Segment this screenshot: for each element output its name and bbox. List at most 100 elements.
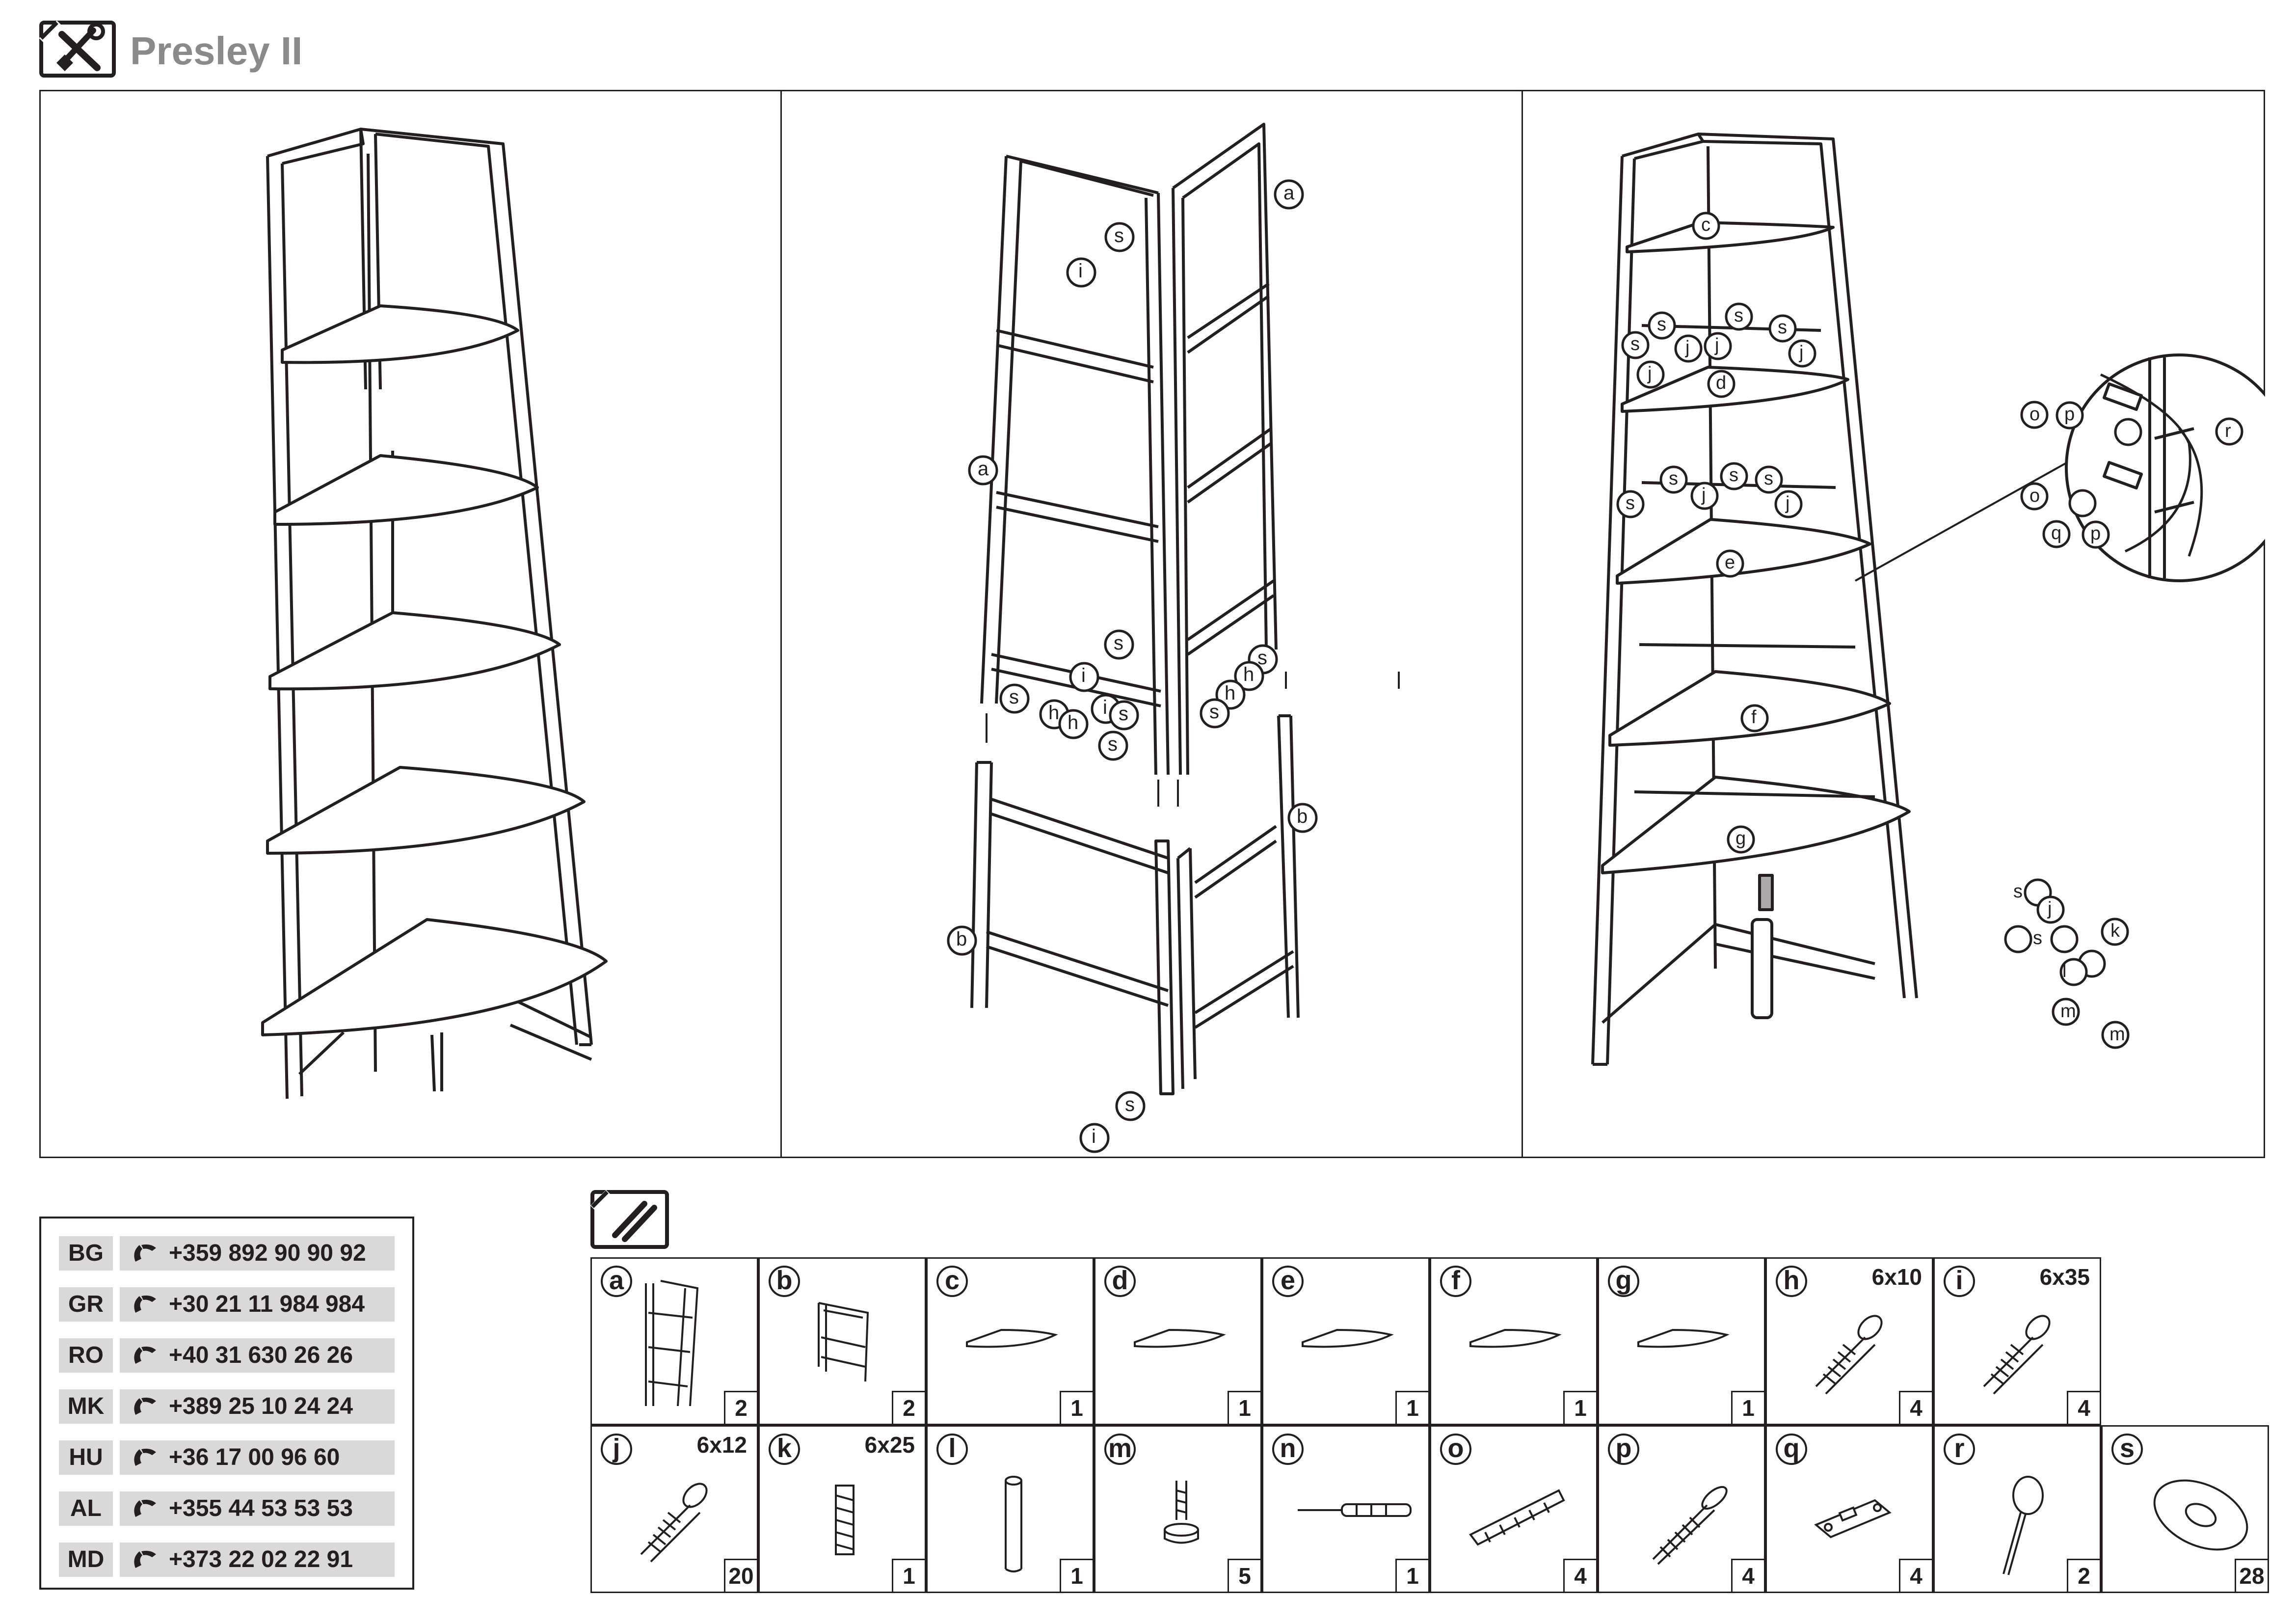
part-quantity: 2 xyxy=(892,1391,926,1425)
part-quantity: 4 xyxy=(2067,1391,2101,1425)
part-dimension: 6x12 xyxy=(696,1432,747,1458)
shelf-icon xyxy=(1263,1259,1431,1429)
part-dimension: 6x25 xyxy=(864,1432,915,1458)
part-quantity: 1 xyxy=(1060,1391,1094,1425)
washer-icon xyxy=(2103,1427,2270,1597)
part-dimension: 6x35 xyxy=(2039,1264,2090,1290)
shelves-assembly-drawing xyxy=(1591,133,2265,1066)
part-quantity: 1 xyxy=(1395,1391,1430,1425)
panel-step-shelves xyxy=(1522,90,2265,1158)
part-letter: b xyxy=(769,1266,800,1297)
bolt-icon xyxy=(1935,1259,2103,1429)
shelf-icon xyxy=(928,1259,1095,1429)
part-quantity: 2 xyxy=(2067,1559,2101,1593)
ladder-frame-icon xyxy=(592,1259,760,1429)
phone-icon xyxy=(134,1499,156,1517)
part-quantity: 2 xyxy=(724,1391,758,1425)
phone-number[interactable]: +355 44 53 53 53 xyxy=(120,1491,395,1526)
phone-number[interactable]: +40 31 630 26 26 xyxy=(120,1338,395,1373)
phone-text: +389 25 10 24 24 xyxy=(169,1393,353,1419)
wood-screw-icon xyxy=(1599,1427,1767,1597)
part-quantity: 4 xyxy=(1899,1391,1933,1425)
tools-icon xyxy=(39,20,116,80)
part-letter: g xyxy=(1608,1266,1639,1297)
part-letter: i xyxy=(1944,1266,1975,1297)
phone-number[interactable]: +30 21 11 984 984 xyxy=(120,1287,395,1322)
shelf-icon xyxy=(1095,1259,1263,1429)
phone-number[interactable]: +373 22 02 22 91 xyxy=(120,1543,395,1577)
frames-assembly-drawing xyxy=(970,123,1400,1095)
part-letter: m xyxy=(1104,1434,1136,1465)
part-quantity: 1 xyxy=(1731,1391,1765,1425)
part-letter: h xyxy=(1776,1266,1807,1297)
part-letter: p xyxy=(1608,1434,1639,1465)
part-quantity: 4 xyxy=(1899,1559,1933,1593)
part-letter: n xyxy=(1272,1434,1304,1465)
part-letter: o xyxy=(1440,1434,1471,1465)
threaded-rod-icon xyxy=(760,1427,928,1597)
country-code: MK xyxy=(59,1389,113,1424)
part-quantity: 4 xyxy=(1731,1559,1765,1593)
part-cell-h: h 6x10 4 xyxy=(1765,1257,1933,1425)
country-code: BG xyxy=(59,1236,113,1271)
phone-number[interactable]: +36 17 00 96 60 xyxy=(120,1440,395,1475)
shelf-icon xyxy=(1599,1259,1767,1429)
phone-icon xyxy=(134,1397,156,1415)
phone-icon xyxy=(134,1295,156,1313)
phone-icon xyxy=(134,1346,156,1364)
contacts-box xyxy=(39,1217,414,1590)
part-quantity: 1 xyxy=(1228,1391,1262,1425)
phone-icon xyxy=(134,1244,156,1262)
part-quantity: 28 xyxy=(2235,1559,2269,1593)
phone-icon xyxy=(134,1448,156,1466)
part-quantity: 4 xyxy=(1563,1559,1598,1593)
country-code: RO xyxy=(59,1338,113,1373)
bolt-icon xyxy=(1767,1259,1935,1429)
wall-plug-icon xyxy=(1431,1427,1599,1597)
phone-text: +355 44 53 53 53 xyxy=(169,1495,353,1521)
part-dimension: 6x10 xyxy=(1871,1264,1922,1290)
screwdriver-icon xyxy=(1263,1427,1431,1597)
country-code: AL xyxy=(59,1491,113,1526)
wall-bracket-icon xyxy=(1767,1427,1935,1597)
screws-icon xyxy=(590,1190,669,1251)
part-quantity: 1 xyxy=(1060,1559,1094,1593)
cable-tie-icon xyxy=(1935,1427,2103,1597)
phone-text: +30 21 11 984 984 xyxy=(169,1291,365,1317)
page-title: Presley II xyxy=(130,29,303,73)
phone-text: +373 22 02 22 91 xyxy=(169,1546,353,1572)
part-letter: k xyxy=(769,1434,800,1465)
part-letter: d xyxy=(1104,1266,1136,1297)
phone-text: +40 31 630 26 26 xyxy=(169,1342,353,1368)
part-cell-i: i 6x35 4 xyxy=(1933,1257,2101,1425)
part-letter: a xyxy=(601,1266,632,1297)
assembled-shelf-drawing xyxy=(261,128,608,1099)
part-letter: c xyxy=(936,1266,968,1297)
country-code: MD xyxy=(59,1543,113,1577)
phone-number[interactable]: +389 25 10 24 24 xyxy=(120,1389,395,1424)
part-quantity: 1 xyxy=(892,1559,926,1593)
part-letter: f xyxy=(1440,1266,1471,1297)
country-code: HU xyxy=(59,1440,113,1475)
part-quantity: 5 xyxy=(1228,1559,1262,1593)
part-letter: q xyxy=(1776,1434,1807,1465)
part-quantity: 1 xyxy=(1395,1559,1430,1593)
phone-number[interactable]: +359 892 90 90 92 xyxy=(120,1236,395,1271)
part-letter: e xyxy=(1272,1266,1304,1297)
part-letter: j xyxy=(601,1434,632,1465)
